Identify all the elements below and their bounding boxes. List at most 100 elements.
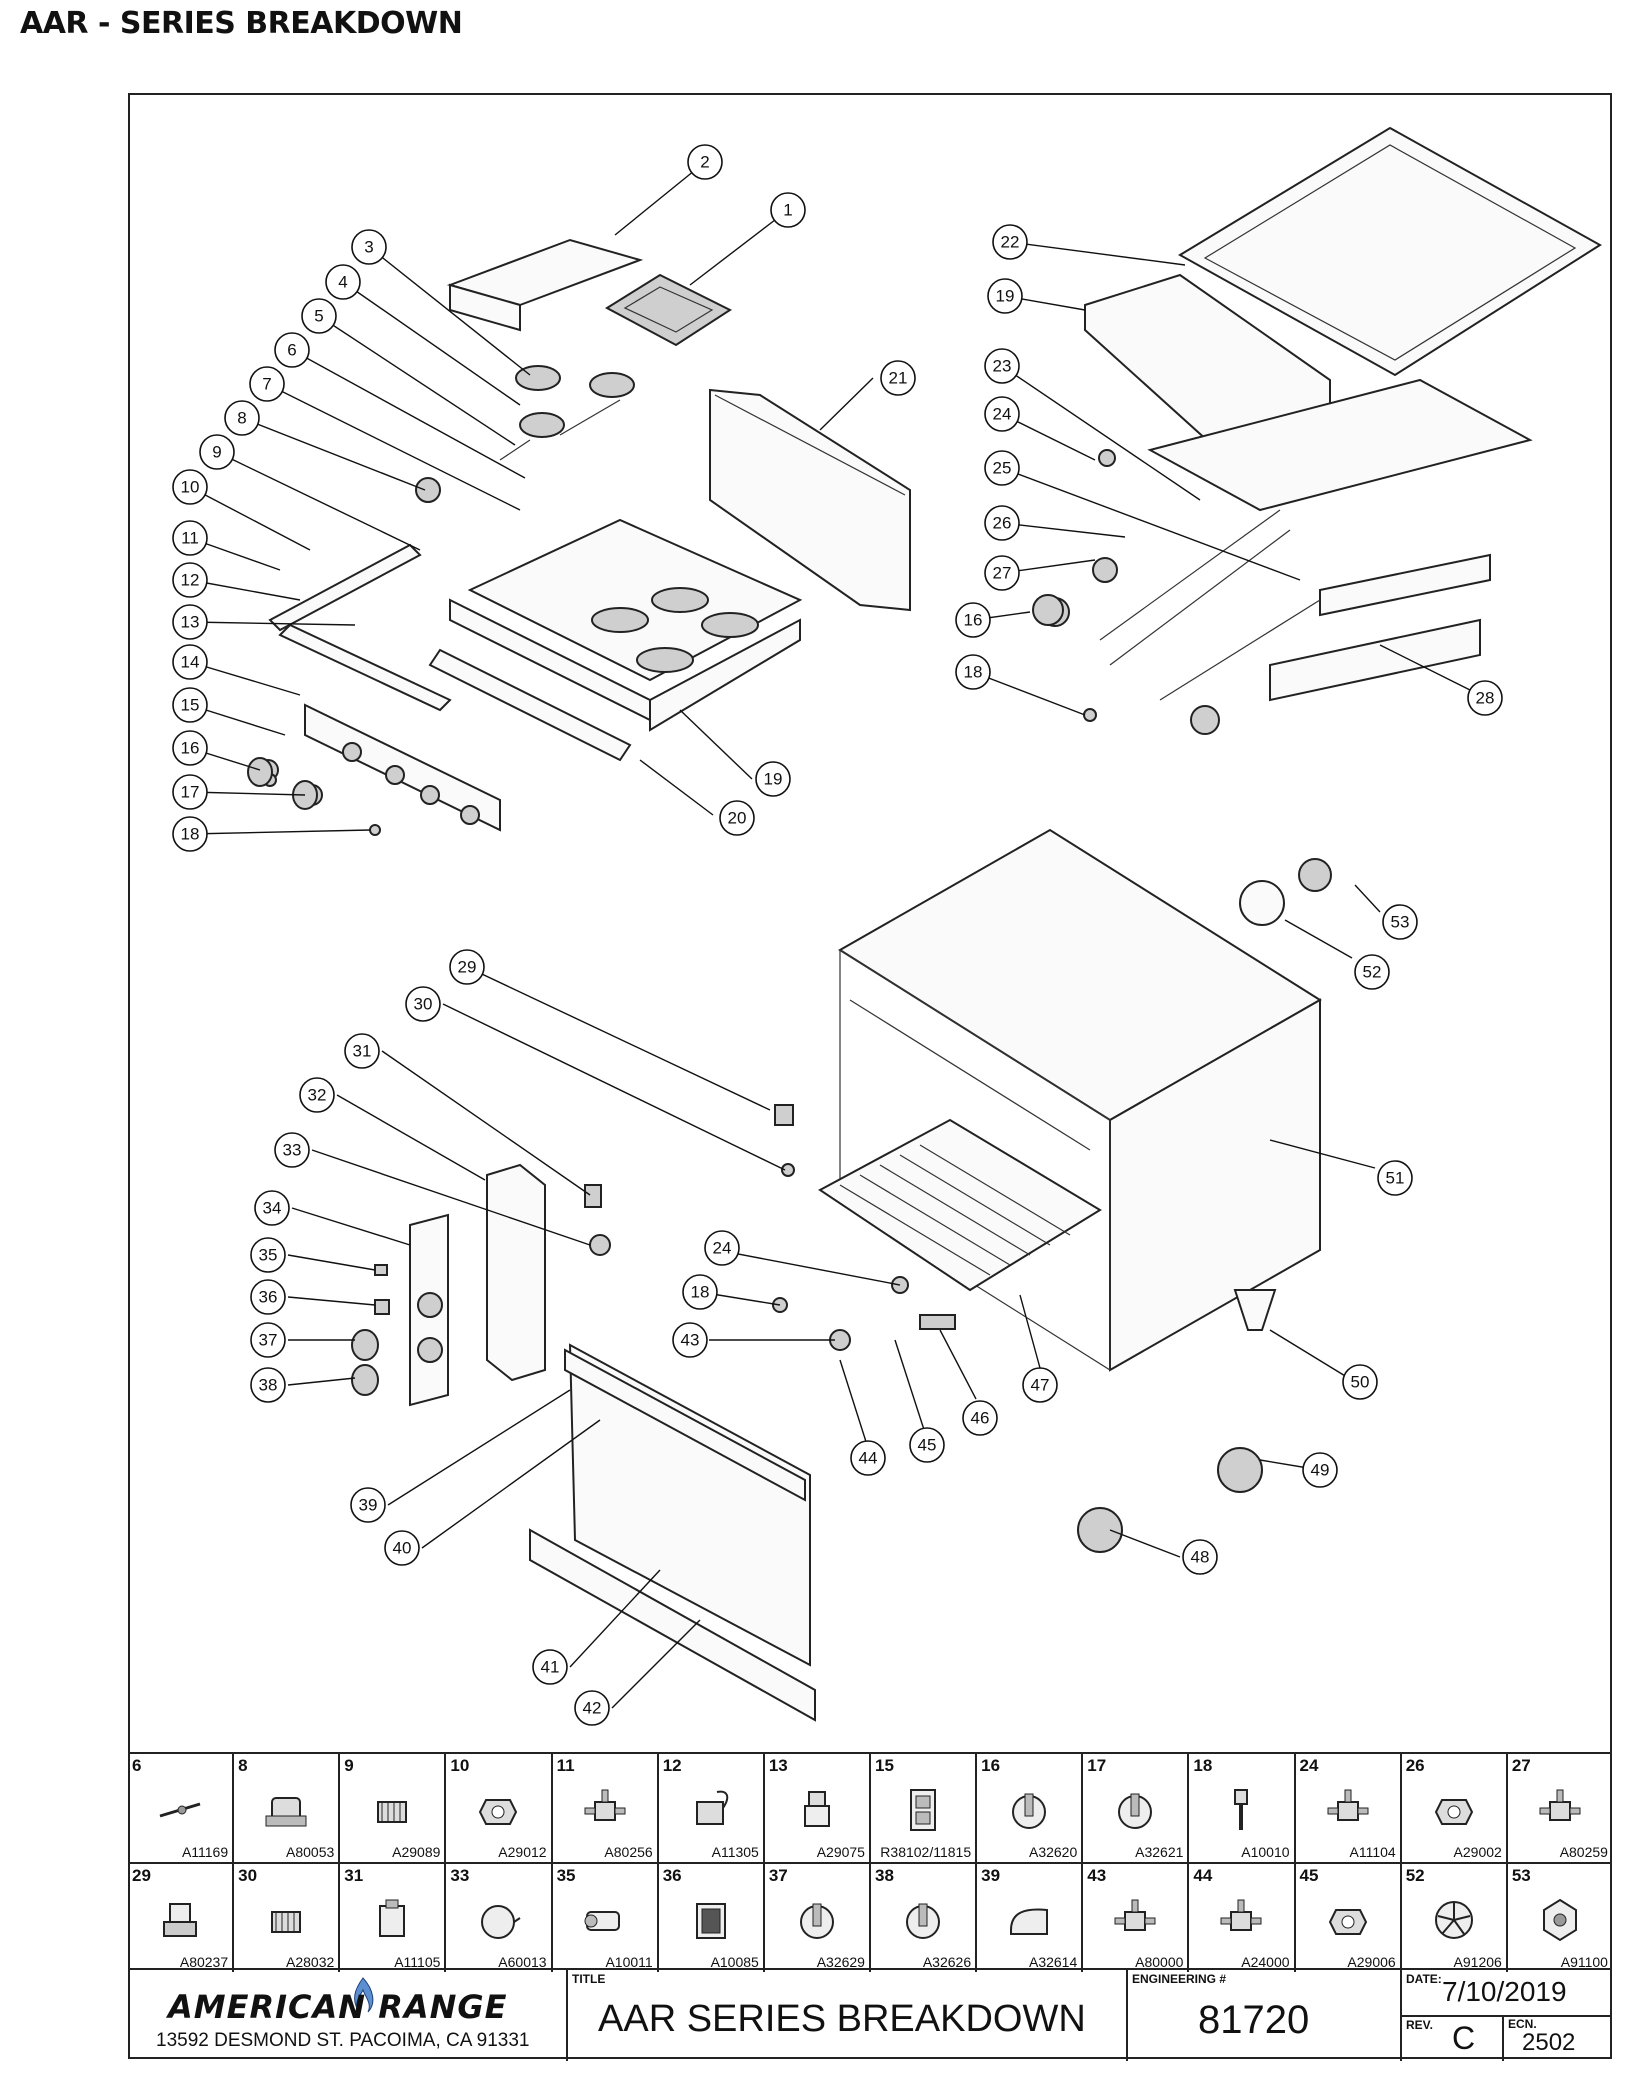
fan-icon — [1434, 1901, 1473, 1940]
callout: 19 — [987, 278, 1023, 314]
svg-text:24: 24 — [993, 405, 1012, 424]
svg-text:44: 44 — [859, 1449, 878, 1468]
callout: 44 — [850, 1440, 886, 1476]
callout: 15 — [172, 687, 208, 723]
part-code: A32629 — [816, 1954, 865, 1970]
callout: 50 — [1342, 1364, 1378, 1400]
part-number: 13 — [768, 1756, 788, 1775]
engineering-label: ENGINEERING # — [1132, 1972, 1227, 1986]
svg-text:18: 18 — [181, 825, 200, 844]
part-number: 15 — [874, 1756, 894, 1775]
company-address: 13592 DESMOND ST. PACOIMA, CA 91331 — [156, 2030, 530, 2051]
valve-manifold — [257, 543, 501, 832]
callout: 4 — [325, 264, 361, 300]
company-block: AMERICAN RANGE 13592 DESMOND ST. PACOIMA… — [128, 1970, 568, 2061]
valve-icon — [1327, 1789, 1369, 1822]
svg-text:48: 48 — [1191, 1548, 1210, 1567]
nut-icon — [1328, 1909, 1367, 1936]
valve-icon — [584, 1789, 626, 1822]
part-code: A10085 — [710, 1954, 759, 1970]
callout: 18 — [682, 1274, 718, 1310]
part-number: 24 — [1299, 1756, 1319, 1775]
callout: 16 — [172, 730, 208, 766]
svg-text:3: 3 — [364, 238, 373, 257]
oven-cabinet — [838, 828, 1322, 1372]
callout: 52 — [1354, 954, 1390, 990]
callout: 1 — [770, 192, 806, 228]
date-value: 7/10/2019 — [1442, 1976, 1567, 2007]
title-block: AMERICAN RANGE 13592 DESMOND ST. PACOIMA… — [128, 1968, 1612, 2061]
date-label: DATE: — [1406, 1972, 1442, 1986]
page-title: AAR - SERIES BREAKDOWN — [20, 6, 463, 41]
callout: 36 — [250, 1279, 286, 1315]
part-code: A80256 — [604, 1844, 653, 1860]
callout: 48 — [1182, 1539, 1218, 1575]
flame-logo-icon — [354, 1977, 374, 2013]
callout: 53 — [1382, 904, 1418, 940]
part-number: 17 — [1087, 1756, 1107, 1775]
callout: 32 — [299, 1077, 335, 1113]
part-code: A29089 — [392, 1844, 441, 1860]
callout: 16 — [955, 602, 991, 638]
part-code: A91100 — [1560, 1954, 1608, 1970]
thermocouple-icon — [159, 1802, 201, 1818]
drawing-frame — [128, 93, 1612, 2059]
part-number: 26 — [1405, 1756, 1425, 1775]
svg-text:42: 42 — [583, 1699, 602, 1718]
part-number: 31 — [344, 1866, 364, 1885]
callout: 19 — [755, 761, 791, 797]
callout: 25 — [984, 450, 1020, 486]
callout: 23 — [984, 348, 1020, 384]
svg-text:34: 34 — [263, 1199, 282, 1218]
svg-text:53: 53 — [1391, 913, 1410, 932]
svg-text:25: 25 — [993, 459, 1012, 478]
svg-text:36: 36 — [259, 1288, 278, 1307]
rev-value: C — [1452, 2020, 1476, 2056]
callout: 30 — [405, 986, 441, 1022]
ecn-label: ECN. — [1508, 2017, 1537, 2031]
svg-text:21: 21 — [889, 369, 908, 388]
svg-text:8: 8 — [237, 409, 246, 428]
callout: 42 — [574, 1690, 610, 1726]
callout: 28 — [1467, 680, 1503, 716]
part-number: 6 — [132, 1756, 142, 1775]
callout: 10 — [172, 469, 208, 505]
callout: 29 — [449, 949, 485, 985]
part-number: 44 — [1193, 1866, 1213, 1885]
svg-text:39: 39 — [359, 1496, 378, 1515]
part-code: A29012 — [498, 1844, 547, 1860]
svg-text:41: 41 — [541, 1658, 560, 1677]
callout: 31 — [344, 1033, 380, 1069]
part-code: A60013 — [498, 1954, 547, 1970]
company-name: AMERICAN RANGE — [168, 1988, 508, 2026]
exploded-diagram: 1 2 3 4 5 6 7 8 9 10 11 12 13 14 15 16 1… — [172, 126, 1602, 1726]
part-code: A29002 — [1453, 1844, 1502, 1860]
callout: 35 — [250, 1237, 286, 1273]
part-code: A28032 — [286, 1954, 335, 1970]
part-number: 8 — [238, 1756, 248, 1775]
callout: 2 — [687, 144, 723, 180]
svg-text:20: 20 — [728, 809, 747, 828]
part-code: A80259 — [1559, 1844, 1608, 1860]
svg-text:15: 15 — [181, 696, 200, 715]
svg-text:18: 18 — [691, 1283, 710, 1302]
part-code: A32621 — [1135, 1844, 1184, 1860]
svg-text:29: 29 — [458, 958, 477, 977]
svg-text:26: 26 — [993, 514, 1012, 533]
rev-label: REV. — [1406, 2018, 1433, 2032]
pilot-icon — [1234, 1789, 1249, 1831]
svg-text:33: 33 — [283, 1141, 302, 1160]
part-code: A11104 — [1349, 1844, 1396, 1860]
knob-icon — [1118, 1793, 1153, 1830]
svg-text:18: 18 — [964, 663, 983, 682]
svg-text:13: 13 — [181, 613, 200, 632]
rocker-switch-icon — [695, 1903, 726, 1940]
